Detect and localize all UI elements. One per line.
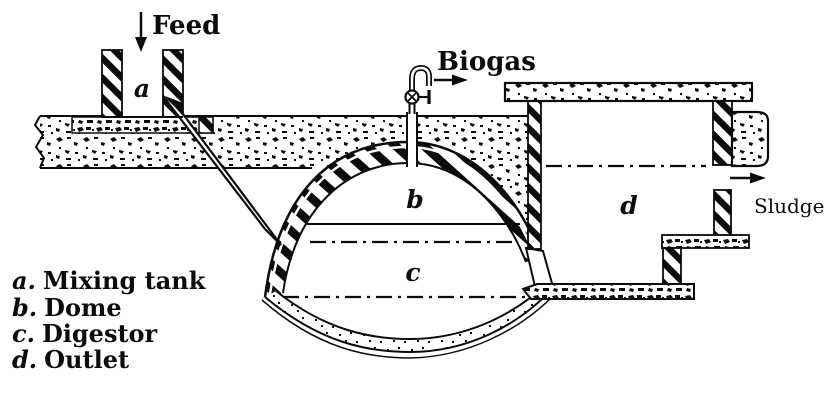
part-label-b: b <box>406 185 423 214</box>
feed-pipe-end-face <box>264 228 282 246</box>
pipe-collar <box>198 116 214 134</box>
gas-pipe-channel-edges <box>406 112 418 167</box>
ground-section <box>33 115 528 250</box>
digester-bowl <box>261 282 558 359</box>
gas-pipe-gooseneck-bore <box>410 66 431 92</box>
biogas-arrow-icon <box>434 74 468 86</box>
legend-item-a: a.Mixing tank <box>12 266 207 295</box>
part-label-c: c <box>405 258 420 287</box>
sludge-arrow-icon <box>730 172 766 184</box>
feed-arrow-icon <box>135 12 147 52</box>
mixing-tank <box>101 49 184 118</box>
digester-level-lines <box>283 223 537 299</box>
part-label-d: d <box>620 191 637 220</box>
bowl-band <box>265 283 553 352</box>
tank-interior <box>122 50 163 117</box>
flow-arrows <box>135 12 766 184</box>
outlet-chamber <box>503 81 770 300</box>
outlet-wall-right <box>712 100 733 166</box>
tank-pipe-junction-wedge <box>165 96 183 116</box>
sludge-step-ledge <box>661 234 750 249</box>
ground-broken-edge <box>33 115 46 169</box>
outlet-right-block <box>730 110 770 168</box>
bowl-outer-second-line <box>261 291 558 359</box>
legend-item-c: c.Digestor <box>12 319 158 348</box>
gas-valve-spokes <box>406 91 418 103</box>
biogas-pipe <box>404 64 432 168</box>
dome-arch-hatch <box>265 142 541 297</box>
legend-item-b: b.Dome <box>12 293 122 322</box>
bowl-inner-arc <box>275 282 549 341</box>
feed-label: Feed <box>152 11 220 41</box>
outlet-floor-slab <box>521 283 695 300</box>
part-label-a: a <box>134 74 150 103</box>
tank-wall-left <box>101 49 123 118</box>
biogas-label: Biogas <box>437 47 536 77</box>
legend-item-d: d.Outlet <box>12 345 129 374</box>
sludge-step-lower-wall <box>662 247 682 287</box>
feed-pipe <box>102 95 282 246</box>
bowl-outer-arc <box>264 287 554 354</box>
outlet-wall-left <box>527 100 542 250</box>
outlet-top-slab <box>503 81 754 103</box>
feed-pipe-upper-edge <box>162 95 266 230</box>
gas-pipe-channel <box>407 112 417 168</box>
gas-pipe-riser <box>408 103 416 114</box>
feed-pipe-lower-edge <box>182 113 282 246</box>
sludge-step-upper-wall <box>713 189 732 237</box>
sludge-label: Sludge <box>754 194 824 218</box>
legend: a.Mixing tank b.Dome c.Digestor d.Outlet <box>12 266 207 374</box>
ground-deep-right <box>430 167 528 250</box>
